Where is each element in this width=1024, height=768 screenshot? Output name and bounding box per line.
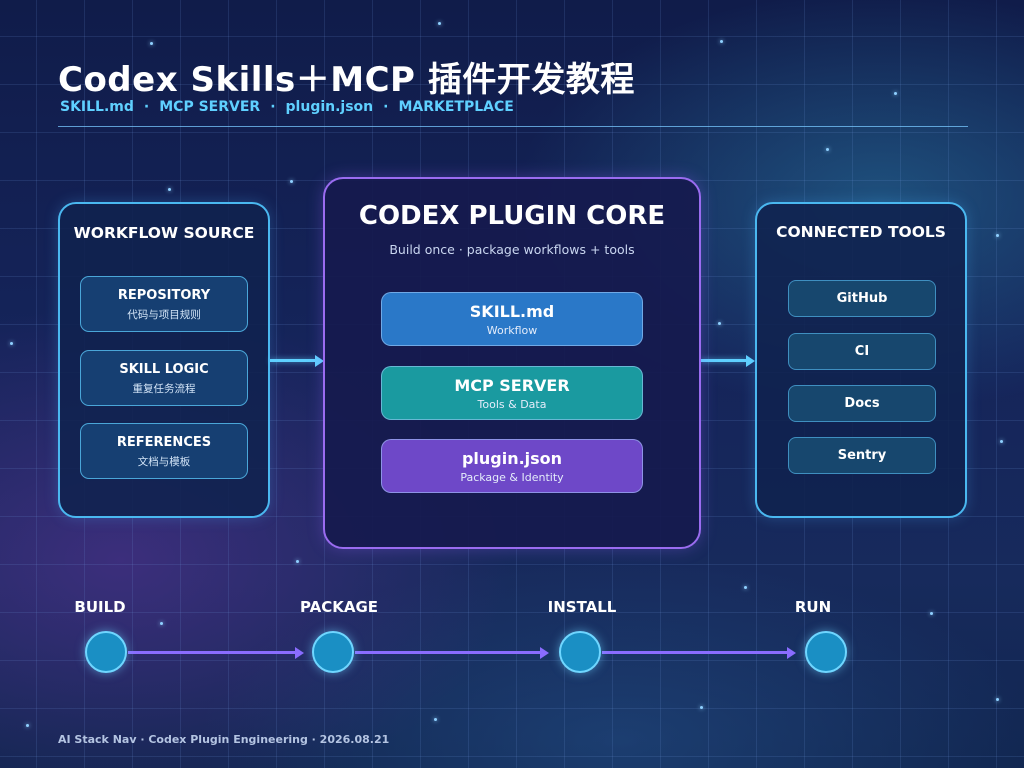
star: [160, 622, 163, 625]
star: [1000, 440, 1003, 443]
step-node-package: [312, 631, 354, 673]
star: [150, 42, 153, 45]
tool-github: GitHub: [788, 280, 936, 317]
star: [296, 560, 299, 563]
step-label-install: INSTALL: [547, 598, 617, 616]
star: [290, 180, 293, 183]
subtitle-separator: ·: [143, 99, 150, 115]
step-arrow-install-run: [602, 646, 796, 659]
subtitle-separator: ·: [383, 99, 389, 115]
codex-plugin-core-panel: CODEX PLUGIN CORE Build once · package w…: [323, 177, 701, 549]
mcp-server-card: MCP SERVER Tools & Data: [381, 366, 643, 420]
subtitle-tags: SKILL.md · MCP SERVER · plugin.json · MA…: [60, 99, 514, 115]
card-title: SKILL LOGIC: [119, 362, 209, 377]
step-node-run: [805, 631, 847, 673]
star: [718, 322, 721, 325]
step-node-build: [85, 631, 127, 673]
star: [996, 234, 999, 237]
card-title: REFERENCES: [116, 435, 212, 450]
core-card-title: plugin.json: [461, 449, 563, 468]
footer-credit: AI Stack Nav · Codex Plugin Engineering …: [58, 733, 390, 746]
core-card-title: SKILL.md: [469, 302, 555, 321]
card-subtitle: 重复任务流程: [132, 383, 196, 395]
step-label-build: BUILD: [74, 598, 126, 616]
references-card: REFERENCES 文档与模板: [80, 423, 248, 479]
core-subtitle: Build once · package workflows + tools: [389, 242, 635, 257]
star: [700, 706, 703, 709]
star: [826, 148, 829, 151]
workflow-source-title: WORKFLOW SOURCE: [73, 224, 255, 242]
connected-tools-panel: CONNECTED TOOLS GitHub CI Docs Sentry: [755, 202, 967, 518]
arrow-source-to-core: [270, 354, 324, 367]
step-label-package: PACKAGE: [299, 598, 379, 616]
star: [168, 188, 171, 191]
star: [10, 342, 13, 345]
core-card-subtitle: Package & Identity: [460, 471, 564, 484]
core-card-subtitle: Workflow: [486, 324, 538, 337]
tool-sentry: Sentry: [788, 437, 936, 474]
step-label-run: RUN: [794, 598, 832, 616]
arrow-core-to-tools: [701, 354, 755, 367]
repository-card: REPOSITORY 代码与项目规则: [80, 276, 248, 332]
core-card-subtitle: Tools & Data: [477, 398, 547, 411]
card-subtitle: 文档与模板: [137, 456, 191, 468]
step-arrow-build-package: [128, 646, 304, 659]
workflow-source-panel: WORKFLOW SOURCE REPOSITORY 代码与项目规则 SKILL…: [58, 202, 270, 518]
skill-md-card: SKILL.md Workflow: [381, 292, 643, 346]
plugin-json-card: plugin.json Package & Identity: [381, 439, 643, 493]
subtitle-tag: plugin.json: [285, 99, 374, 115]
star: [930, 612, 933, 615]
page-title: Codex Skills＋MCP 插件开发教程: [58, 60, 635, 100]
core-title: CODEX PLUGIN CORE: [358, 201, 666, 231]
header-divider: [58, 126, 968, 127]
star: [996, 698, 999, 701]
card-title: REPOSITORY: [117, 288, 211, 303]
subtitle-tag: MARKETPLACE: [398, 99, 514, 115]
star: [720, 40, 723, 43]
star: [744, 586, 747, 589]
star: [434, 718, 437, 721]
tool-ci: CI: [788, 333, 936, 370]
subtitle-separator: ·: [270, 99, 276, 115]
step-node-install: [559, 631, 601, 673]
star: [438, 22, 441, 25]
connected-tools-title: CONNECTED TOOLS: [776, 223, 946, 241]
tool-docs: Docs: [788, 385, 936, 422]
subtitle-tag: MCP SERVER: [159, 99, 261, 115]
skill-logic-card: SKILL LOGIC 重复任务流程: [80, 350, 248, 406]
star: [26, 724, 29, 727]
core-card-title: MCP SERVER: [454, 376, 570, 395]
card-subtitle: 代码与项目规则: [127, 309, 201, 321]
subtitle-tag: SKILL.md: [60, 99, 134, 115]
star: [894, 92, 897, 95]
step-arrow-package-install: [355, 646, 549, 659]
